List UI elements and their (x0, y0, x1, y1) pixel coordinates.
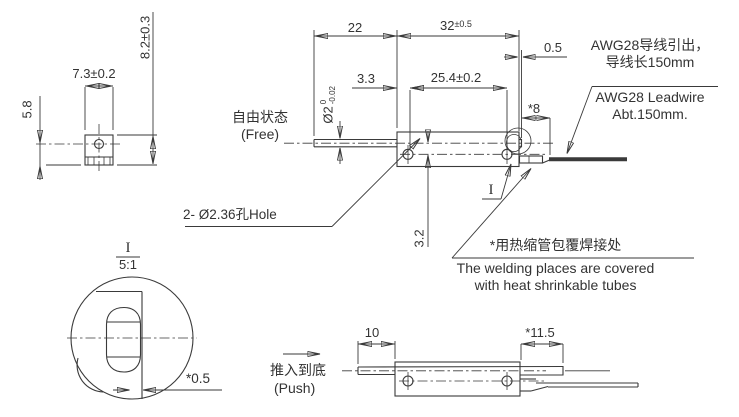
detail-view-I (67, 256, 222, 400)
front-width-dim: 7.3±0.2 (72, 66, 116, 81)
free-state-label-en: (Free) (240, 126, 280, 142)
body-length-tolerance: ±0.5 (454, 19, 472, 29)
front-height-dim: 8.2±0.3 (137, 15, 153, 60)
hole-offset-dim: 3.3 (356, 71, 376, 86)
leadwire-note-en-line1: AWG28 Leadwire (595, 89, 705, 105)
rod-diameter-tolerance: 0-0.02 (319, 86, 338, 105)
welding-note-zh: *用热缩管包覆焊接处 (489, 237, 622, 253)
hole-pitch-dim: 25.4±0.2 (430, 70, 482, 85)
free-state-view (284, 30, 627, 247)
rod-length-dim: 22 (347, 20, 363, 35)
push-state-label-zh: 推入到底 (270, 362, 326, 378)
rod-diameter-value: Ø2 (320, 106, 336, 124)
hole-callout: 2- Ø2.36孔Hole (183, 207, 277, 222)
push-rod-length-dim: 10 (364, 325, 380, 340)
body-length-value: 32 (440, 18, 455, 33)
detail-gap-dim: *0.5 (186, 371, 211, 386)
body-length-dim: 32±0.5 (440, 18, 472, 34)
detail-ref-label: I (488, 182, 494, 198)
welding-note-en-line2: with heat shrinkable tubes (474, 277, 637, 293)
front-view (36, 12, 157, 180)
axis-offset-dim: 3.2 (411, 229, 427, 248)
tip-protrusion-dim: 0.5 (543, 40, 563, 55)
free-state-label-zh: 自由状态 (232, 109, 288, 125)
leadwire-note-en-line2: Abt.150mm. (612, 106, 688, 122)
push-state-view (283, 341, 639, 397)
tube-length-dim: *8 (527, 101, 541, 116)
rod-dia-tol-lower: -0.02 (328, 86, 337, 105)
welding-note-en-line1: The welding places are covered (456, 260, 655, 276)
leader-lines (185, 86, 718, 259)
detail-view-scale: 5:1 (118, 257, 138, 272)
leadwire-note-zh-line2: 导线长150mm (605, 54, 695, 70)
push-tip-protrusion-dim: *11.5 (525, 325, 555, 340)
detail-view-label: I (125, 240, 131, 256)
front-hole-height-dim: 5.8 (19, 100, 35, 119)
leadwire-note-zh-line1: AWG28导线引出， (590, 37, 710, 53)
push-state-label-en: (Push) (274, 380, 316, 396)
